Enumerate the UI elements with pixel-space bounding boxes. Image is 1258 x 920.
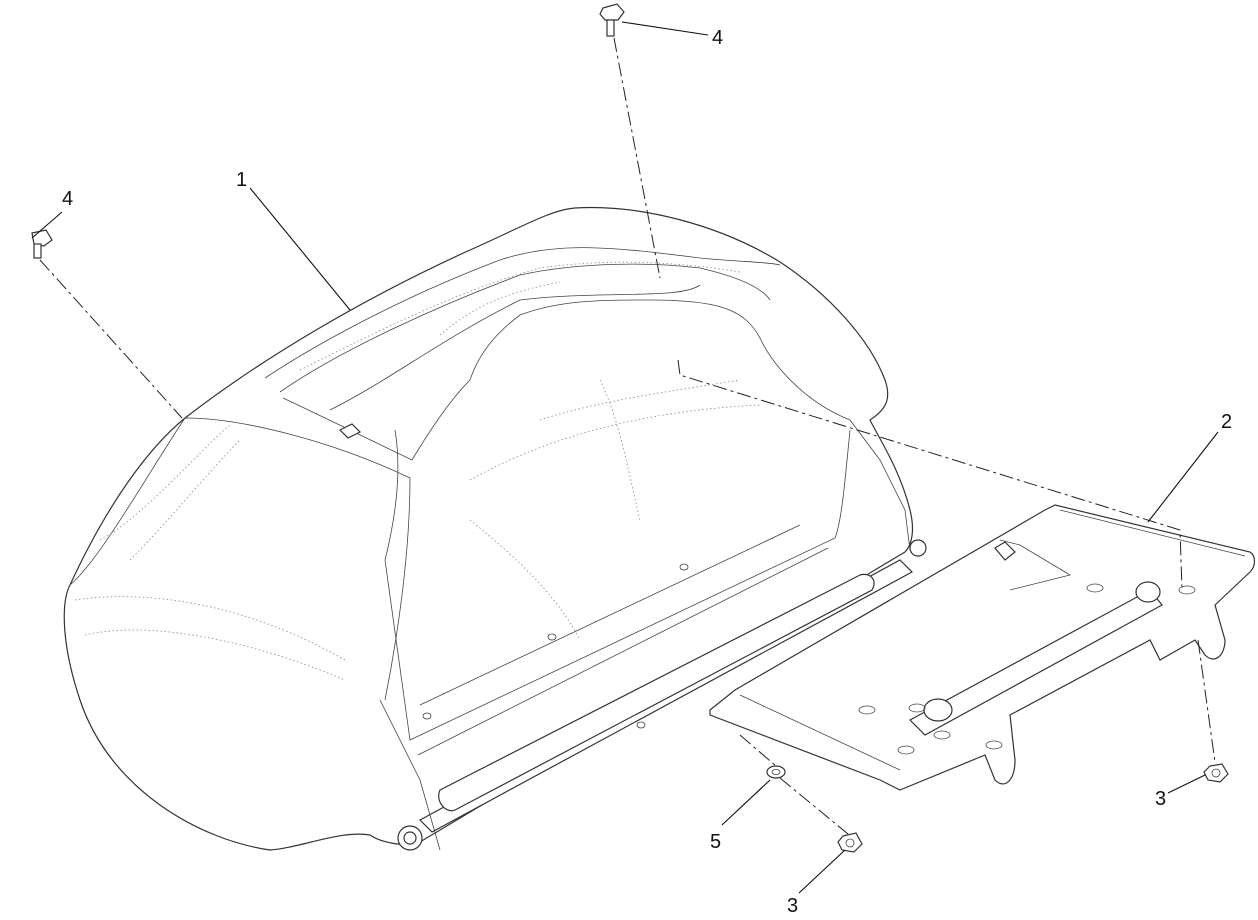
nut-right-part xyxy=(1203,763,1229,783)
callout-leaders xyxy=(31,21,1219,894)
seat-shell-part xyxy=(63,206,927,851)
callout-2: 2 xyxy=(1221,411,1233,433)
nut-bottom-part xyxy=(837,832,863,853)
callout-1: 1 xyxy=(236,169,248,191)
callout-4-left: 4 xyxy=(62,188,74,210)
assembly-center-lines xyxy=(39,37,1216,835)
hinge-plate-part xyxy=(709,504,1256,791)
screw-top-part xyxy=(599,3,625,37)
callout-3-bottom: 3 xyxy=(787,895,799,917)
callout-3-right: 3 xyxy=(1155,788,1167,810)
callout-4-top: 4 xyxy=(712,27,724,49)
callout-5: 5 xyxy=(710,831,722,853)
screw-left-part xyxy=(31,229,53,259)
washer-part xyxy=(766,765,786,779)
